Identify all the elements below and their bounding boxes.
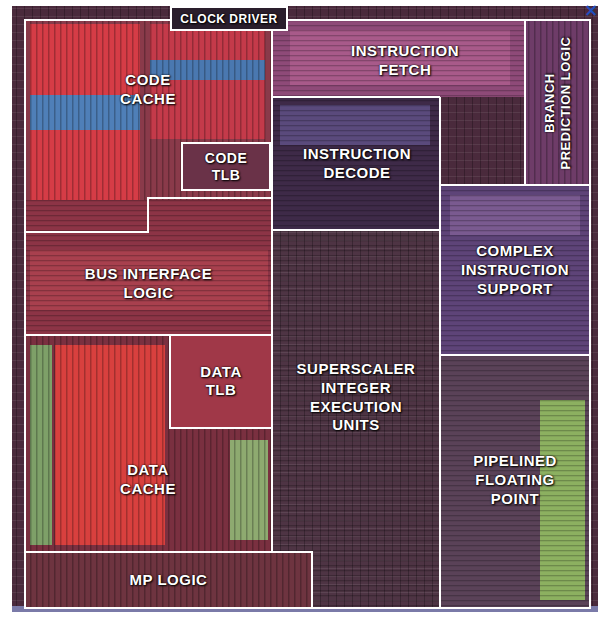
- region-label: PIPELINED FLOATING POINT: [455, 452, 575, 508]
- region-label: CODE TLB: [191, 149, 261, 184]
- die-region: PIPELINED FLOATING POINT: [442, 380, 588, 580]
- region-label: CLOCK DRIVER: [174, 11, 284, 26]
- die-region: DATA CACHE: [48, 430, 248, 530]
- region-label: INSTRUCTION DECODE: [292, 145, 422, 183]
- region-label: COMPLEX INSTRUCTION SUPPORT: [448, 242, 583, 298]
- die-region: MP LOGIC: [27, 555, 310, 605]
- region-label: DATA CACHE: [108, 461, 188, 499]
- region-label: INSTRUCTION FETCH: [340, 42, 470, 80]
- die-region: COMPLEX INSTRUCTION SUPPORT: [442, 187, 588, 353]
- region-label: BUS INTERFACE LOGIC: [64, 265, 234, 303]
- die-region: SUPERSCALER INTEGER EXECUTION UNITS: [274, 330, 438, 464]
- die-region: BRANCH PREDICTION LOGIC: [527, 22, 589, 184]
- label-box: CLOCK DRIVER: [170, 6, 288, 31]
- die-region: CODE TLB: [183, 144, 269, 189]
- close-icon: ×: [584, 0, 598, 20]
- die-region: DATA TLB: [172, 337, 270, 426]
- region-label: DATA TLB: [189, 363, 253, 401]
- die-region: INSTRUCTION DECODE: [276, 100, 438, 228]
- region-label: CODE CACHE: [98, 71, 198, 109]
- region-label: MP LOGIC: [69, 571, 269, 590]
- die-region: CODE CACHE: [40, 40, 256, 140]
- die-region: INSTRUCTION FETCH: [290, 28, 520, 94]
- region-label: SUPERSCALER INTEGER EXECUTION UNITS: [291, 360, 421, 435]
- region-label: BRANCH PREDICTION LOGIC: [542, 33, 575, 173]
- die-region: BUS INTERFACE LOGIC: [27, 236, 270, 332]
